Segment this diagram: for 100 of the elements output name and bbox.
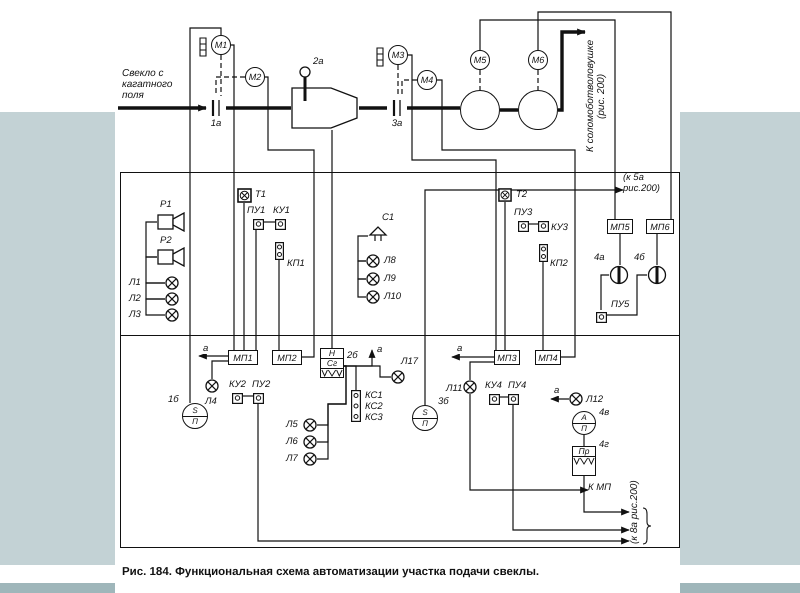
lamp-symbol <box>569 392 583 406</box>
sensor-square <box>237 188 252 203</box>
lamp-symbol <box>463 380 477 394</box>
drive-link <box>537 70 539 90</box>
starter-box: МП5 <box>607 219 633 234</box>
note-text: (к 5а рис.200) <box>623 172 661 196</box>
wire <box>537 11 672 219</box>
wire <box>437 79 576 358</box>
wire <box>243 395 253 397</box>
sensor-square <box>498 188 512 202</box>
device-label: Т1 <box>255 189 266 200</box>
lamp-symbol <box>303 418 317 432</box>
wire <box>264 76 315 358</box>
push-button-symbol <box>596 310 607 321</box>
device-label: ПУ4 <box>508 380 526 391</box>
device-label: КС1 <box>365 390 383 401</box>
device-label: 1а <box>210 118 222 129</box>
device-label: Л17 <box>401 356 418 367</box>
valve-symbol <box>647 265 667 285</box>
lamp-symbol <box>366 290 380 304</box>
note-text: (к 8а рис.200) <box>629 479 641 546</box>
push-button-symbol <box>518 219 529 230</box>
wire <box>189 27 222 403</box>
wire <box>211 360 228 379</box>
push-button-symbol <box>275 217 286 228</box>
lamp-symbol <box>165 308 179 322</box>
arrow <box>583 476 630 516</box>
wire <box>357 235 368 262</box>
device-label: КУ3 <box>551 222 568 233</box>
device-label: КС2 <box>365 401 383 412</box>
lamp-symbol <box>366 272 380 286</box>
caption: Рис. 184. Функциональная схема автоматизации участка подачи свеклы. <box>122 566 540 578</box>
device-label: Л11 <box>446 383 462 394</box>
wire <box>479 19 616 219</box>
device-label: Л1 <box>129 277 141 288</box>
device-label: ПУ3 <box>514 207 532 218</box>
note-text: К МП <box>588 482 612 495</box>
lamp-symbol <box>366 254 380 268</box>
push-button-symbol <box>508 392 519 403</box>
device-label: Л3 <box>129 309 141 320</box>
wire <box>317 365 347 460</box>
starter-box: МП4 <box>535 350 561 365</box>
wire <box>359 106 387 110</box>
device-label: КП1 <box>287 258 305 269</box>
switch-symbol <box>539 244 548 262</box>
switch-symbol <box>275 242 284 260</box>
device-label: 2б <box>347 350 358 361</box>
device-label: 3а <box>392 118 402 129</box>
wire <box>357 278 366 298</box>
lamp-symbol <box>165 292 179 306</box>
wire <box>145 221 157 258</box>
arrow <box>451 354 494 360</box>
valve-symbol <box>609 265 629 285</box>
flow-label: Свекло с кагатного поля <box>122 68 174 101</box>
wire <box>264 221 275 223</box>
wire <box>226 106 291 110</box>
device-label: 4б <box>634 252 645 263</box>
device-label: Л5 <box>286 419 298 430</box>
push-button-symbol <box>232 391 243 402</box>
starter-box: МП1 <box>228 350 258 365</box>
device-label: КП2 <box>550 258 568 269</box>
horn-symbol <box>157 212 185 232</box>
lamp-symbol <box>205 379 219 393</box>
device-label: 4а <box>594 252 605 263</box>
device-label: Л2 <box>129 293 141 304</box>
device-label: Л10 <box>384 291 402 302</box>
push-button-symbol <box>253 217 264 228</box>
lamp-symbol <box>165 276 179 290</box>
arrow <box>558 28 586 112</box>
wire <box>583 435 585 446</box>
device-label: ПУ2 <box>252 379 270 390</box>
wire <box>331 130 333 348</box>
device-label: 4г <box>599 439 609 450</box>
drive-link <box>397 65 399 96</box>
device-label: КС3 <box>365 412 383 423</box>
device-label: КУ1 <box>273 205 290 216</box>
lamp-symbol <box>391 370 405 384</box>
drive-link <box>401 79 417 96</box>
device-label: 2а <box>313 56 324 67</box>
arrow <box>550 396 569 402</box>
wire <box>607 274 647 316</box>
wire <box>278 260 280 350</box>
wire <box>357 260 366 280</box>
wire <box>255 228 257 350</box>
edge-label: а <box>376 344 384 355</box>
device-label: 1б <box>168 394 179 405</box>
device-label: Т2 <box>516 189 528 200</box>
device-label: КУ2 <box>229 379 246 390</box>
device-label: КУ4 <box>485 380 502 391</box>
push-button-symbol <box>253 391 264 402</box>
device-label: 4в <box>599 407 610 418</box>
device-label: Л12 <box>586 394 604 405</box>
wire <box>619 234 621 265</box>
wire <box>504 202 506 350</box>
wire <box>243 203 245 350</box>
lamp-symbol <box>303 452 317 466</box>
arrow <box>512 403 630 534</box>
edge-label: а <box>456 343 464 354</box>
arrow <box>118 104 207 112</box>
edge-label: а <box>202 343 210 354</box>
